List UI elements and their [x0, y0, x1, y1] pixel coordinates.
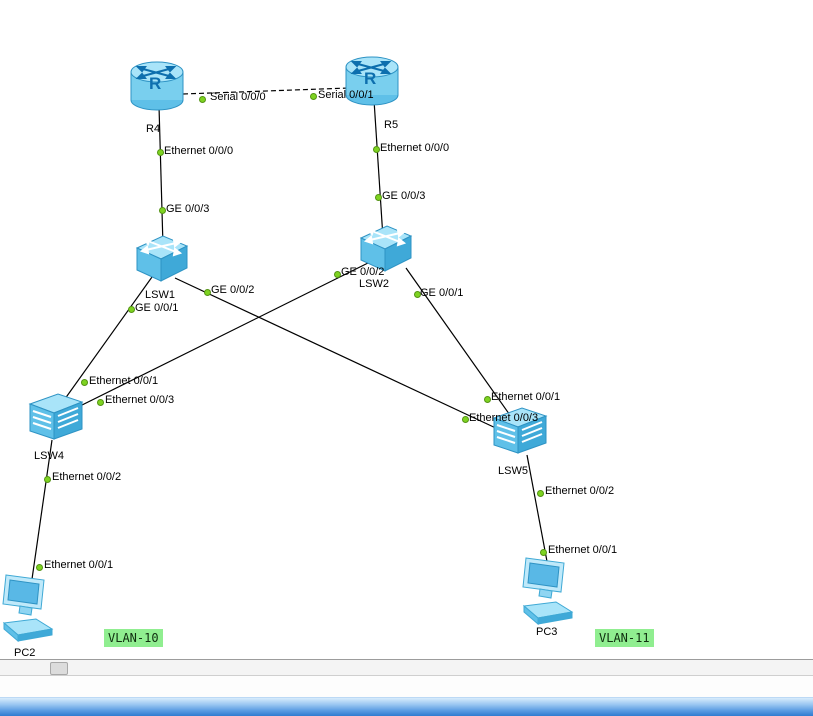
port-label: GE 0/0/1 [135, 302, 179, 314]
device-lsw4[interactable] [26, 387, 86, 450]
port-label: Ethernet 0/0/1 [89, 375, 159, 387]
link-lsw1-lsw4[interactable] [56, 269, 158, 411]
port-label: Serial 0/0/1 [318, 89, 374, 101]
device-pc2[interactable] [0, 573, 56, 652]
port-dot [199, 96, 206, 103]
status-bar [0, 676, 813, 697]
port-dot [414, 291, 421, 298]
device-label-lsw4: LSW4 [34, 450, 64, 462]
port-dot [537, 490, 544, 497]
port-dot [44, 476, 51, 483]
router-icon [345, 56, 399, 106]
port-dot [157, 149, 164, 156]
port-label: Ethernet 0/0/3 [105, 394, 175, 406]
switch-icon [28, 393, 84, 440]
port-label: Ethernet 0/0/2 [52, 471, 122, 483]
port-label: Ethernet 0/0/3 [469, 412, 539, 424]
port-label: Serial 0/0/0 [210, 91, 266, 103]
port-label: Ethernet 0/0/0 [380, 142, 450, 154]
switch-icon [492, 407, 548, 454]
link-r4-lsw1[interactable] [158, 105, 164, 247]
device-r4[interactable] [128, 60, 186, 117]
device-label-pc3: PC3 [536, 626, 558, 638]
device-pc3[interactable] [520, 556, 576, 635]
port-dot [128, 306, 135, 313]
port-label: Ethernet 0/0/0 [164, 145, 234, 157]
link-lsw1-lsw5[interactable] [174, 277, 501, 431]
port-dot [97, 399, 104, 406]
port-label: Ethernet 0/0/2 [545, 485, 615, 497]
router-icon [130, 61, 184, 111]
pc-icon [2, 574, 54, 643]
device-label-lsw1: LSW1 [145, 289, 175, 301]
switch-icon [359, 225, 413, 272]
device-label-pc2: PC2 [14, 647, 36, 659]
port-dot [375, 194, 382, 201]
port-dot [484, 396, 491, 403]
device-lsw5[interactable] [490, 401, 550, 464]
port-label: GE 0/0/3 [382, 190, 426, 202]
port-dot [310, 93, 317, 100]
port-label: GE 0/0/3 [166, 203, 210, 215]
port-dot [334, 271, 341, 278]
scrollbar-thumb[interactable] [50, 662, 68, 675]
port-dot [159, 207, 166, 214]
device-lsw1[interactable] [133, 227, 191, 288]
port-dot [540, 549, 547, 556]
port-label: Ethernet 0/0/1 [44, 559, 114, 571]
port-dot [204, 289, 211, 296]
port-label: GE 0/0/1 [420, 287, 464, 299]
device-label-lsw5: LSW5 [498, 465, 528, 477]
port-label: GE 0/0/2 [341, 266, 385, 278]
device-label-r5: R5 [384, 119, 399, 131]
pc-icon [522, 557, 574, 626]
port-dot [81, 379, 88, 386]
vlan-badge[interactable]: VLAN-11 [595, 629, 654, 647]
link-r4-r5[interactable] [182, 87, 350, 95]
port-label: GE 0/0/2 [211, 284, 255, 296]
device-lsw2[interactable] [357, 217, 415, 278]
link-lsw2-lsw4[interactable] [71, 261, 371, 411]
port-dot [36, 564, 43, 571]
port-dot [373, 146, 380, 153]
port-dot [462, 416, 469, 423]
horizontal-scrollbar[interactable] [0, 659, 813, 676]
device-r5[interactable] [343, 55, 401, 112]
device-label-lsw2: LSW2 [359, 278, 389, 290]
port-label: Ethernet 0/0/1 [548, 544, 618, 556]
link-lsw2-lsw5[interactable] [405, 267, 513, 419]
vlan-badge[interactable]: VLAN-10 [104, 629, 163, 647]
link-r5-lsw2[interactable] [373, 99, 384, 239]
device-label-r4: R4 [146, 123, 161, 135]
link-lsw4-pc2[interactable] [28, 439, 53, 601]
port-label: Ethernet 0/0/1 [491, 391, 561, 403]
switch-icon [135, 235, 189, 282]
windows-taskbar[interactable] [0, 697, 813, 716]
